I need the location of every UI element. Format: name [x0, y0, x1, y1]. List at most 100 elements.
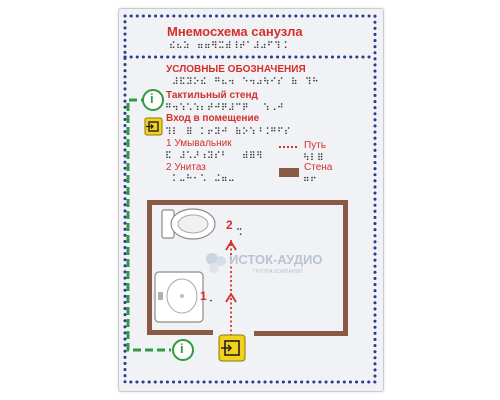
floor-plan-walls — [147, 200, 348, 336]
braille-dot — [166, 151, 168, 153]
route-arrow-upper — [225, 240, 237, 251]
braille-dot — [268, 43, 270, 46]
braille-dot — [315, 79, 318, 82]
braille-dot — [175, 77, 178, 79]
braille-dot — [187, 77, 189, 79]
braille-dot — [243, 77, 245, 79]
braille-dot — [172, 46, 175, 49]
braille-dot — [214, 46, 217, 49]
braille-dot — [214, 43, 217, 46]
braille-dot — [173, 105, 175, 108]
braille-dot — [173, 174, 175, 176]
watermark-name: ИСТОК-АУДИО — [229, 252, 323, 267]
braille-dot — [210, 105, 213, 108]
braille-dot — [210, 151, 213, 153]
braille-dot — [250, 79, 252, 82]
braille-dot — [196, 105, 199, 108]
braille-dot — [257, 153, 259, 156]
braille-dot — [273, 108, 276, 111]
braille-dot — [212, 41, 214, 43]
braille-dot — [166, 156, 168, 159]
braille-dot — [168, 156, 171, 159]
braille-dot — [189, 176, 192, 179]
legend-tactile-stand-label: Тактильный стенд — [166, 90, 258, 101]
watermark-tagline: ГРУППА КОМПАНИЙ — [253, 269, 303, 275]
braille-dot — [252, 129, 255, 132]
braille-dot — [280, 77, 283, 79]
braille-dot — [243, 156, 245, 159]
braille-dot — [270, 41, 273, 43]
braille-dot — [266, 132, 269, 135]
braille-dot — [187, 103, 189, 105]
braille-dot — [231, 105, 234, 108]
braille-dot — [182, 105, 185, 108]
braille-dot — [180, 79, 182, 82]
braille-dot — [245, 153, 248, 156]
braille-dot — [243, 153, 245, 156]
braille-dot — [168, 132, 171, 135]
braille-dot — [189, 108, 192, 111]
braille-dot — [222, 103, 224, 105]
braille-dot — [271, 79, 273, 82]
legend-entrance-label: Вход в помещение — [166, 113, 260, 124]
braille-dot — [280, 127, 283, 129]
braille-dot — [278, 82, 280, 85]
braille-dot — [266, 105, 269, 108]
braille-dot — [217, 79, 220, 82]
braille-dot — [243, 132, 245, 135]
braille-dot — [222, 82, 224, 85]
braille-dot — [256, 46, 259, 49]
braille-dot — [196, 153, 199, 156]
braille-dot — [252, 151, 255, 153]
braille-dot — [205, 46, 207, 49]
braille-dot — [285, 129, 287, 132]
braille-dot — [252, 79, 255, 82]
braille-dot — [184, 41, 186, 43]
braille-dot — [170, 46, 172, 49]
braille-dot — [242, 41, 245, 43]
braille-dot — [194, 176, 196, 179]
braille-dot — [182, 179, 185, 182]
braille-dot — [222, 151, 224, 153]
braille-dot — [215, 132, 217, 135]
braille-dot — [308, 77, 311, 79]
braille-dot — [222, 79, 224, 82]
braille-dot — [187, 174, 189, 176]
braille-dot — [186, 46, 189, 49]
braille-dot — [278, 129, 280, 132]
braille-dot — [252, 132, 255, 135]
braille-dot — [200, 46, 203, 49]
braille-dot — [238, 103, 241, 105]
braille-dot — [259, 156, 262, 159]
braille-dot — [222, 105, 224, 108]
braille-dot — [259, 153, 262, 156]
braille-dot — [277, 41, 280, 43]
braille-dot — [217, 151, 220, 153]
braille-dot — [228, 43, 231, 46]
istok-audio-logo-icon — [206, 253, 226, 273]
braille-dot — [245, 156, 248, 159]
braille-dot — [173, 132, 175, 135]
braille-dot — [252, 156, 255, 159]
braille-dot — [201, 174, 203, 176]
braille-dot — [177, 43, 179, 46]
braille-dot — [256, 41, 259, 43]
braille-dot — [203, 156, 206, 159]
braille-dot — [292, 82, 294, 85]
braille-dot — [311, 158, 313, 161]
braille-dot — [275, 41, 277, 43]
braille-dot — [215, 127, 217, 129]
braille-dot — [266, 127, 269, 129]
braille-dot — [304, 155, 306, 158]
braille-dot — [311, 153, 313, 155]
braille-dot — [245, 79, 248, 82]
braille-dot — [285, 132, 287, 135]
braille-dot — [304, 179, 306, 182]
braille-dot — [238, 132, 241, 135]
braille-dot — [224, 82, 227, 85]
braille-dot — [271, 127, 273, 129]
braille-dot — [173, 179, 175, 182]
braille-dot — [245, 151, 248, 153]
braille-dot — [273, 129, 276, 132]
